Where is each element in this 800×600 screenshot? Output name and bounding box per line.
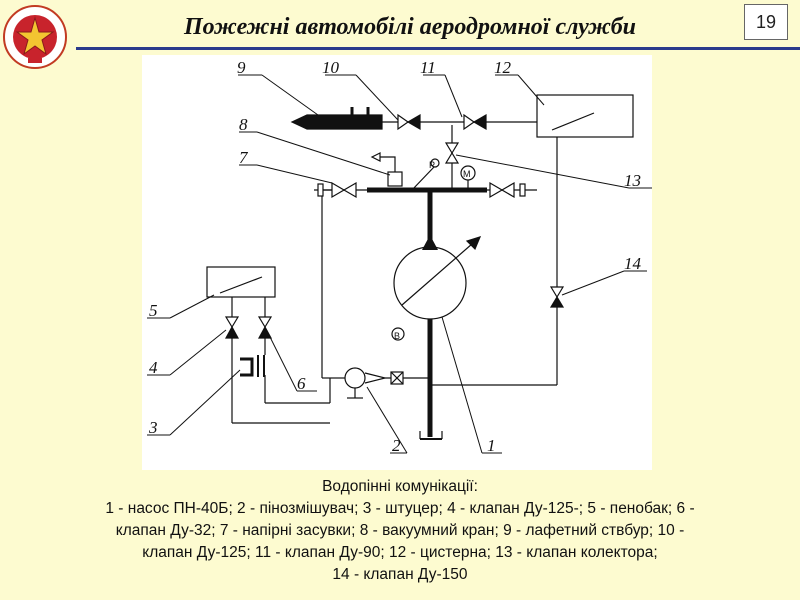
page-number-badge: 19 [744,4,788,40]
water-foam-schematic: В Р М [142,55,652,470]
title-divider [76,47,800,50]
caption-heading: Водопінні комунікації: [322,478,478,495]
label-1: 1 [487,436,496,455]
label-13: 13 [624,171,641,190]
caption-line: 1 - насос ПН-40Б; 2 - пінозмішувач; 3 - … [105,500,695,517]
label-6: 6 [297,374,306,393]
label-8: 8 [239,115,248,134]
figure-caption: Водопінні комунікації: 1 - насос ПН-40Б;… [0,476,800,586]
vacuum-crane [387,171,403,187]
caption-line: клапан Ду-125; 11 - клапан Ду-90; 12 - ц… [142,544,658,561]
page-title: Пожежні автомобілі аеродромної служби [183,14,637,40]
svg-text:М: М [463,169,471,179]
foam-tank [206,266,276,298]
label-10: 10 [322,58,340,77]
caption-line: клапан Ду-32; 7 - напірні засувки; 8 - в… [115,522,685,539]
label-7: 7 [239,148,249,167]
logo-emblem [3,5,67,69]
label-4: 4 [149,358,158,377]
label-12: 12 [494,58,512,77]
pump-icon [393,235,482,320]
label-14: 14 [624,254,642,273]
monitor-nozzle [290,114,383,130]
label-3: 3 [148,418,158,437]
label-5: 5 [149,301,158,320]
caption-line: 14 - клапан Ду-150 [332,566,468,583]
foam-mixer-icon [330,367,430,399]
svg-text:Р: Р [429,160,435,170]
label-9: 9 [237,58,246,77]
vacuum-gauge-icon: В [391,327,405,341]
svg-text:В: В [394,331,400,341]
label-2: 2 [392,436,401,455]
label-11: 11 [420,58,436,77]
